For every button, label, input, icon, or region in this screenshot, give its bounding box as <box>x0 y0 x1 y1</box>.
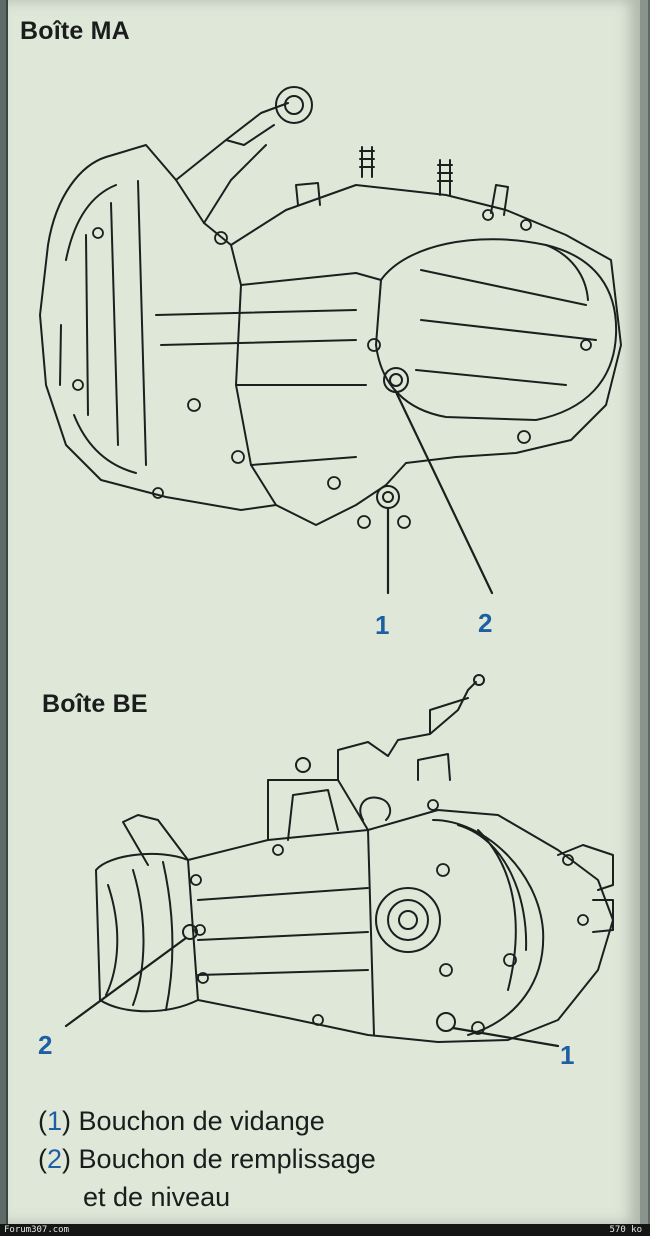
legend-number: 1 <box>47 1106 63 1136</box>
footer-bar: Forum307.com 570 ko <box>0 1224 650 1236</box>
gearbox-ma-drawing <box>39 86 622 595</box>
legend-number: 2 <box>47 1144 63 1174</box>
legend-open-paren: ( <box>38 1106 47 1136</box>
manual-page: Boîte MA <box>6 0 648 1224</box>
gearbox-be-drawing <box>64 674 614 1048</box>
legend-close-paren: ) <box>62 1144 72 1174</box>
legend-item-drain: (1) Bouchon de vidange <box>38 1102 376 1140</box>
footer-size: 570 ko <box>609 1225 642 1235</box>
footer-site: Forum307.com <box>4 1225 70 1235</box>
legend-item-fill: (2) Bouchon de remplissage <box>38 1140 376 1178</box>
section-title-be: Boîte BE <box>42 690 148 718</box>
ma-callout-2: 2 <box>478 608 493 638</box>
ma-callout-1: 1 <box>375 610 390 640</box>
legend-continuation: et de niveau <box>83 1182 231 1212</box>
be-callout-1: 1 <box>560 1040 575 1070</box>
be-callout-2: 2 <box>38 1030 53 1060</box>
legend: (1) Bouchon de vidange (2) Bouchon de re… <box>38 1102 376 1216</box>
legend-text: Bouchon de vidange <box>78 1106 325 1136</box>
legend-text: Bouchon de remplissage <box>78 1144 376 1174</box>
section-title-ma: Boîte MA <box>20 17 130 45</box>
legend-close-paren: ) <box>62 1106 72 1136</box>
legend-open-paren: ( <box>38 1144 47 1174</box>
